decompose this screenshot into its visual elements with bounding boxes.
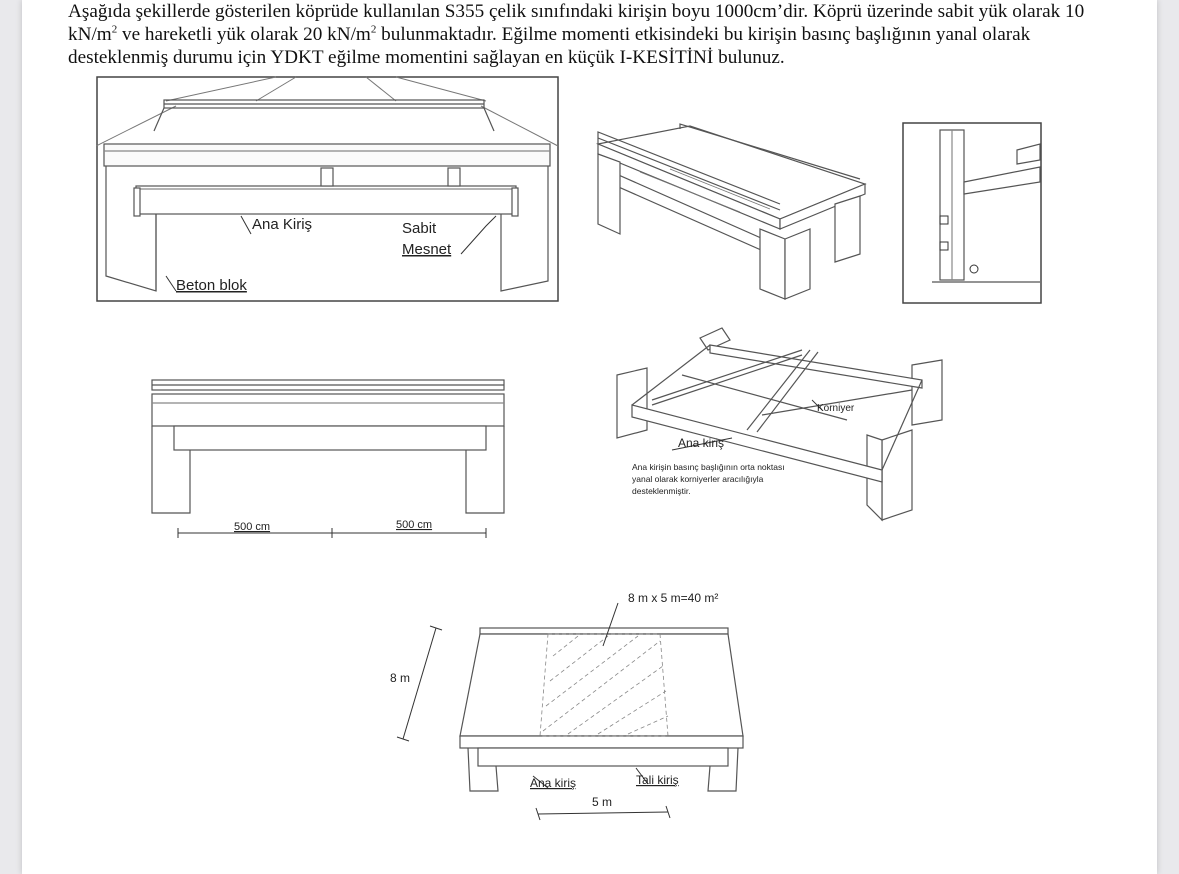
label-mesnet: Mesnet xyxy=(402,241,452,258)
label-width: 8 m xyxy=(390,671,410,685)
note-line-2: yanal olarak korniyerler aracılığıyla xyxy=(632,474,764,484)
label-ana-kiris: Ana Kiriş xyxy=(252,216,312,233)
label-ana-kiris-plan: Ana kiriş xyxy=(530,776,576,790)
figure-bridge-isometric xyxy=(580,104,890,304)
label-tali-kiris: Tali kiriş xyxy=(636,773,679,787)
label-dim-left: 500 cm xyxy=(234,521,270,533)
problem-text-2: ve hareketli yük olarak 20 kN/m xyxy=(117,24,371,45)
label-beton-blok: Beton blok xyxy=(176,277,247,294)
figure-side-elevation: 500 cm 500 cm xyxy=(100,368,550,543)
label-area: 8 m x 5 m=40 m² xyxy=(628,591,718,605)
note-line-1: Ana kirişin basınç başlığının orta nokta… xyxy=(632,462,785,472)
problem-text-1: Aşağıda şekillerde gösterilen köprüde ku… xyxy=(68,1,1085,45)
figure-connection-detail xyxy=(902,122,1042,304)
figure-tributary-area: 8 m x 5 m=40 m² 8 m Ana kiriş Tali kiriş… xyxy=(378,576,814,828)
label-span: 5 m xyxy=(592,795,612,809)
figure-bridge-front-labeled: Ana Kiriş Sabit Mesnet Beton blok xyxy=(96,76,560,304)
problem-statement: Aşağıda şekillerde gösterilen köprüde ku… xyxy=(68,0,1098,69)
problem-text-3: bulunmaktadır. Eğilme momenti etkisindek… xyxy=(68,24,1031,68)
label-korniyer: Korniyer xyxy=(817,403,855,414)
superscript-1: 2 xyxy=(111,23,118,36)
label-ana-kiris-frame: Ana kiriş xyxy=(678,436,724,450)
note-line-3: desteklenmiştir. xyxy=(632,486,691,496)
label-sabit: Sabit xyxy=(402,220,437,237)
figure-frame-korniyer: Korniyer Ana kiriş Ana kirişin basınç ba… xyxy=(612,320,952,535)
superscript-2: 2 xyxy=(370,23,377,36)
label-dim-right: 500 cm xyxy=(396,519,432,531)
